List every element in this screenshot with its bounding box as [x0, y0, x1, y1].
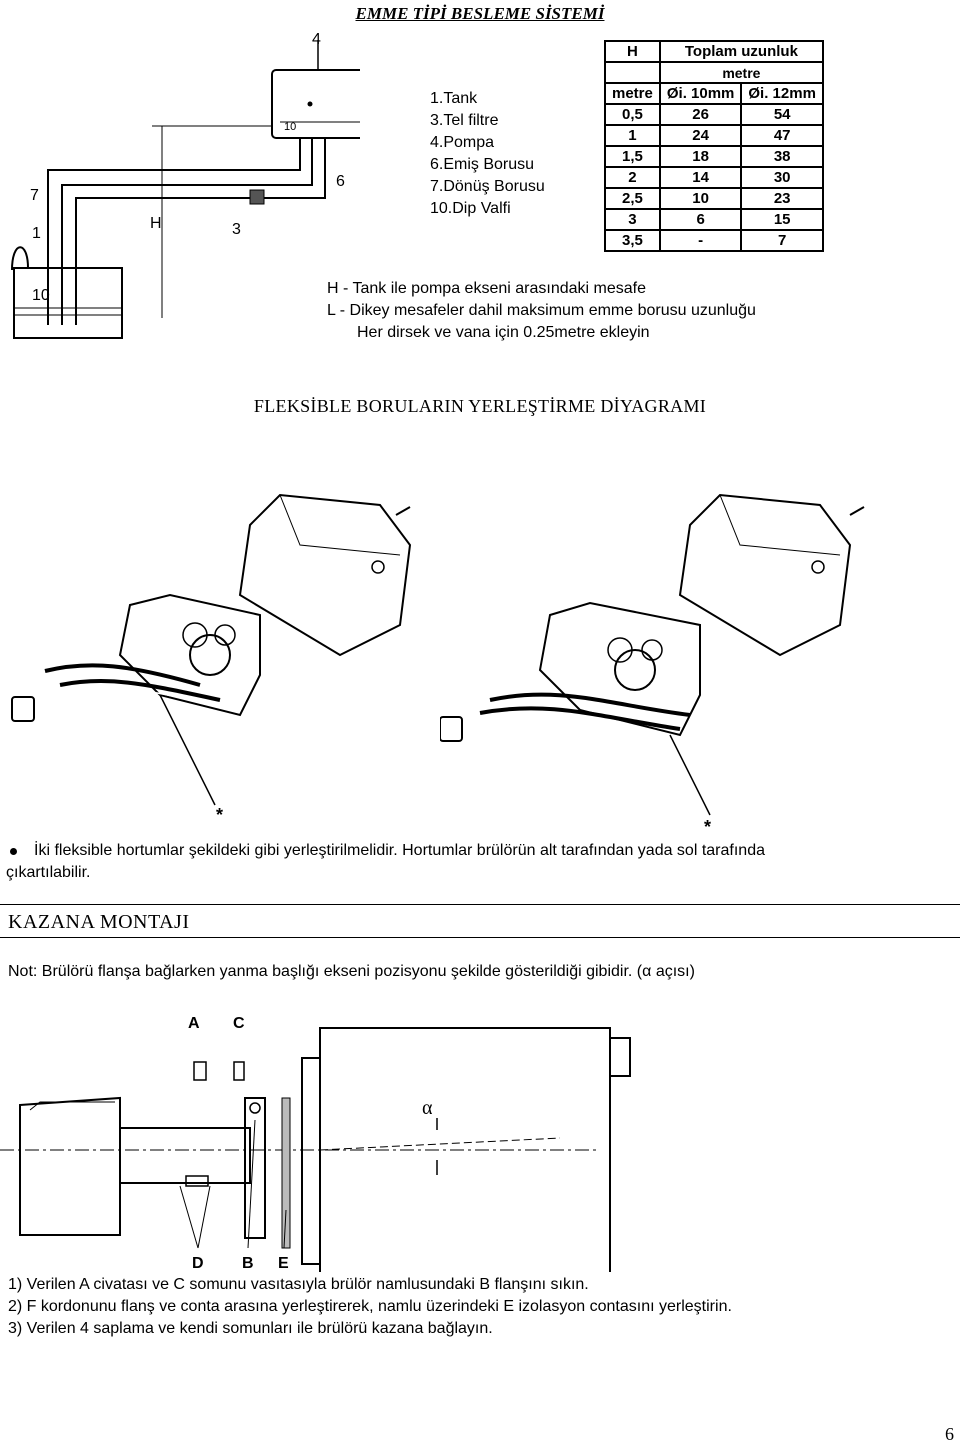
label-e: E	[278, 1255, 289, 1272]
table-header-h-unit: metre	[604, 82, 661, 105]
table-header-total-unit: metre	[658, 62, 824, 84]
mounting-note: Not: Brülörü flanşa bağlarken yanma başl…	[8, 963, 695, 980]
label-10b: 10	[284, 121, 296, 133]
legend-item: 4.Pompa	[430, 134, 495, 151]
section-heading-kazana-text: KAZANA MONTAJI	[8, 911, 190, 933]
legend-item: 6.Emiş Borusu	[430, 156, 535, 173]
section-heading-kazana: KAZANA MONTAJI	[0, 904, 960, 938]
label-4: 4	[312, 31, 321, 48]
label-6: 6	[336, 173, 345, 190]
star-marker: *	[704, 817, 711, 837]
label-7: 7	[30, 187, 39, 204]
mounting-steps: 1) Verilen A civatası ve C somunu vasıta…	[8, 1274, 732, 1340]
label-alpha: α	[422, 1097, 433, 1119]
section-heading-flex: FLEKSİBLE BORULARIN YERLEŞTİRME DİYAGRAM…	[253, 396, 707, 416]
burner-hose-diagram-right: *	[440, 493, 865, 837]
table-header-col1: Øi. 10mm	[658, 82, 743, 105]
pipe-length-table: H Toplam uzunluk metre metre Øi. 10mm Øi…	[604, 40, 824, 252]
burner-hose-diagram-left: *	[11, 493, 412, 825]
label-10: 10	[32, 287, 50, 304]
table-row: 3,5-7	[604, 229, 824, 252]
star-marker: *	[216, 805, 223, 825]
hose-instruction: İki fleksible hortumlar şekildeki gibi y…	[6, 840, 934, 884]
component-legend: 1.Tank 3.Tel filtre 4.Pompa 6.Emiş Borus…	[430, 88, 545, 220]
label-3: 3	[232, 221, 241, 238]
step-item: 1) Verilen A civatası ve C somunu vasıta…	[8, 1276, 589, 1293]
suction-notes: H - Tank ile pompa ekseni arasındaki mes…	[327, 278, 756, 344]
label-c: C	[233, 1015, 245, 1032]
bullet-icon	[10, 848, 17, 855]
legend-item: 1.Tank	[430, 90, 478, 107]
label-b: B	[242, 1255, 254, 1272]
boiler-mounting-diagram: α A C D B E	[0, 1015, 631, 1272]
table-header-h: H	[604, 40, 661, 63]
page-title: EMME TİPİ BESLEME SİSTEMİ	[355, 4, 605, 23]
page-number: 6	[945, 1424, 954, 1444]
note-elbow: Her dirsek ve vana için 0.25metre ekleyi…	[357, 324, 650, 341]
suction-system-diagram: 4 7 6 3 H 1 10 10	[11, 31, 360, 339]
table-header-total: Toplam uzunluk	[658, 40, 824, 63]
label-1: 1	[32, 225, 41, 242]
legend-item: 10.Dip Valfi	[430, 200, 511, 217]
legend-item: 3.Tel filtre	[430, 112, 499, 129]
step-item: 3) Verilen 4 saplama ve kendi somunları …	[8, 1320, 493, 1337]
note-l: L - Dikey mesafeler dahil maksimum emme …	[327, 302, 756, 319]
legend-item: 7.Dönüş Borusu	[430, 178, 545, 195]
hose-instruction-line2: çıkartılabilir.	[6, 864, 91, 881]
step-item: 2) F kordonunu flanş ve conta arasına ye…	[8, 1298, 732, 1315]
hose-instruction-line1: İki fleksible hortumlar şekildeki gibi y…	[34, 842, 765, 859]
note-h: H - Tank ile pompa ekseni arasındaki mes…	[327, 280, 646, 297]
label-d: D	[192, 1255, 204, 1272]
label-h: H	[150, 215, 162, 232]
label-a: A	[188, 1015, 200, 1032]
table-header-col2: Øi. 12mm	[740, 82, 824, 105]
